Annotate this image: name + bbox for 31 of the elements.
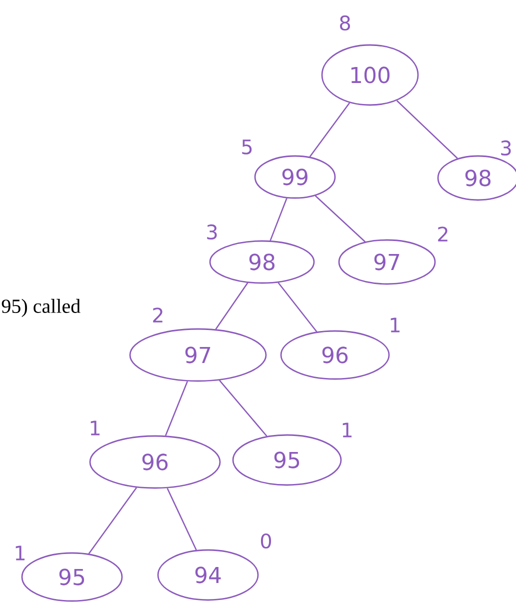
node-count: 5 bbox=[242, 140, 252, 154]
tree-node: 95 bbox=[232, 434, 342, 486]
node-count: 3 bbox=[501, 140, 511, 156]
page-text: 95) called bbox=[2, 298, 80, 318]
node-count: 1 bbox=[342, 422, 352, 438]
tree-node: 99 bbox=[254, 155, 336, 199]
node-count: 1 bbox=[390, 318, 400, 332]
tree-node: 94 bbox=[157, 549, 259, 601]
tree-edge bbox=[219, 380, 268, 437]
tree-node: 97 bbox=[338, 239, 436, 285]
tree-edge bbox=[278, 282, 318, 332]
tree-edge bbox=[88, 487, 138, 554]
node-count: 3 bbox=[207, 224, 217, 240]
node-count: 2 bbox=[153, 308, 162, 322]
tree-node: 98 bbox=[437, 155, 516, 201]
tree-edge bbox=[314, 195, 366, 242]
tree-node: 96 bbox=[89, 435, 221, 489]
node-count: 8 bbox=[340, 15, 350, 31]
tree-edge bbox=[164, 381, 188, 436]
tree-node: 97 bbox=[129, 328, 267, 382]
tree-edge bbox=[270, 198, 288, 241]
tree-node: 100 bbox=[321, 44, 419, 106]
tree-edge bbox=[166, 488, 197, 550]
tree-edge bbox=[309, 102, 350, 158]
node-count: 0 bbox=[260, 533, 272, 549]
tree-edge bbox=[396, 100, 458, 159]
node-count: 2 bbox=[438, 226, 448, 242]
node-count: 1 bbox=[90, 420, 100, 436]
tree-node: 96 bbox=[280, 330, 390, 380]
tree-edge bbox=[215, 282, 248, 330]
tree-node: 98 bbox=[209, 240, 315, 284]
